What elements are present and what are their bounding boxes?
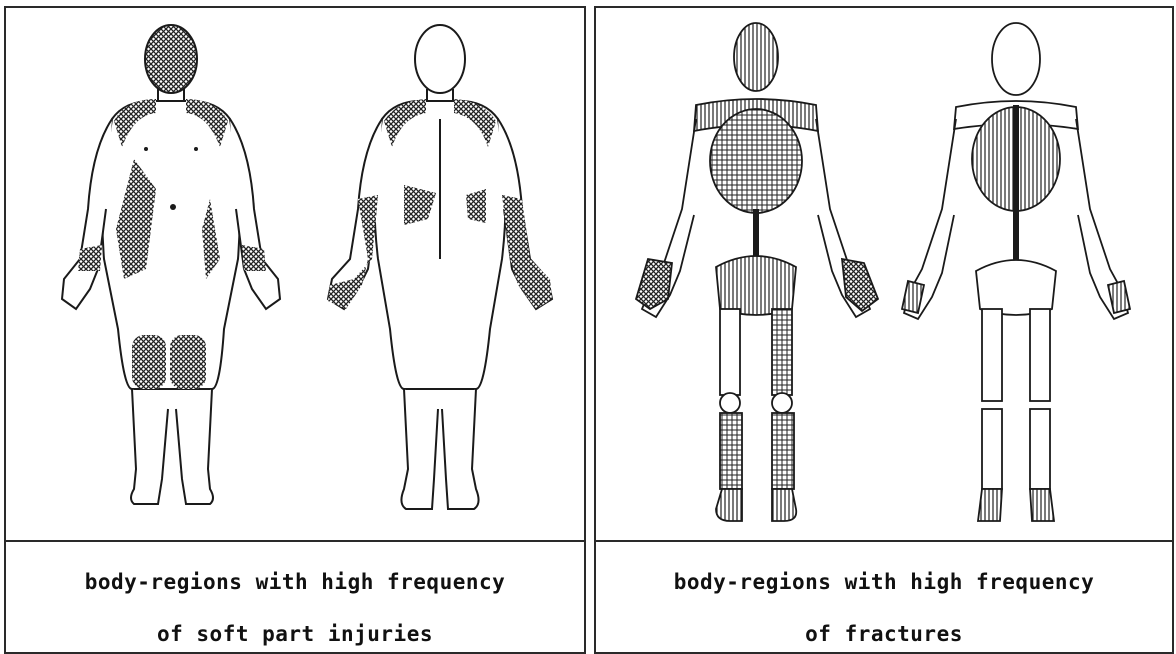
soft-injury-caption: body-regions with high frequency of soft… (6, 540, 584, 652)
soft-injury-panel: body-regions with high frequency of soft… (4, 6, 586, 654)
caption-line-1: body-regions with high frequency (6, 570, 584, 594)
soft-injury-diagram (6, 8, 584, 540)
caption-line-2: of fractures (596, 622, 1172, 646)
fracture-diagram (596, 8, 1172, 540)
fracture-figure-area (596, 8, 1172, 542)
front-body-figure (62, 25, 280, 504)
back-body-figure (328, 25, 552, 509)
fracture-caption: body-regions with high frequency of frac… (596, 540, 1172, 652)
fracture-panel: body-regions with high frequency of frac… (594, 6, 1174, 654)
back-skeleton-figure (902, 23, 1130, 521)
caption-line-2: of soft part injuries (6, 622, 584, 646)
soft-injury-figure-area (6, 8, 584, 542)
front-skeleton-figure (636, 23, 878, 521)
caption-line-1: body-regions with high frequency (596, 570, 1172, 594)
